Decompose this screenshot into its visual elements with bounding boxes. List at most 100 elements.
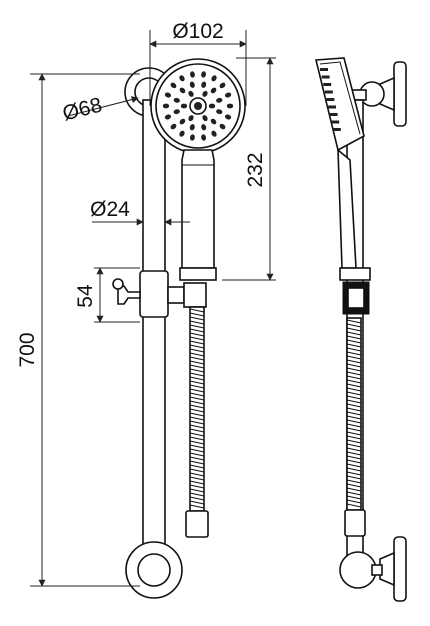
hose-coil [189,452,205,457]
side-nozzle [328,105,336,109]
rail-diameter-label: Ø24 [90,198,130,221]
hose-coil [346,383,362,388]
hose-coil [346,399,362,404]
hose-coil [189,500,205,505]
hose-coil [346,471,362,476]
nozzle-dot [179,75,185,82]
rail-slider [112,270,207,318]
hose-coil [189,408,205,413]
nozzle-dot [180,103,188,109]
hose-coil [346,363,362,368]
nozzle-dot [164,92,172,98]
nozzle-dot [211,75,217,82]
nozzle-dot [188,115,194,122]
nozzle-dot [173,97,180,103]
hose-coil [189,384,205,389]
hose-coil [189,448,205,453]
nozzle-dot [202,90,208,97]
hose-coil [346,431,362,436]
hose-coil [346,331,362,336]
hose-coil [346,351,362,356]
side-nozzle [332,128,341,131]
handle-length-label: 232 [244,152,267,187]
nozzle-dot [190,71,195,78]
hose-coil [346,323,362,328]
front-view [112,58,246,599]
hose-coil [346,487,362,492]
hose-coil [346,371,362,376]
hose-coil [189,380,205,385]
total-length-label: 700 [16,332,39,367]
hose-coil [189,316,205,321]
hose-coil [189,488,205,493]
hose-coil [189,356,205,361]
hose-coil [189,436,205,441]
side-nozzle [329,113,338,116]
hose-coil [346,459,362,464]
head-diameter-label: Ø102 [172,20,223,43]
hose-coil [346,343,362,348]
hose-coil [346,495,362,500]
nozzle-dot [224,92,232,98]
nozzle-dot [188,90,194,97]
hose-coil [189,376,205,381]
hose-coil [346,339,362,344]
hose-coil [346,367,362,372]
hose-coil [189,460,205,465]
hose-coil [189,432,205,437]
nozzle-dot [189,81,195,88]
nozzle-dot [164,114,172,120]
hose-coil [189,412,205,417]
hose-coil [189,324,205,329]
side-hose-coil-pattern [346,319,362,508]
side-shower-head [314,57,365,269]
dimension-lines [30,30,276,587]
side-nozzle [321,75,330,79]
nozzle-dot [216,97,223,103]
hose-coil [189,456,205,461]
side-slider [339,267,371,315]
hose-coil-pattern [189,308,205,509]
hose-coil [346,491,362,496]
hose-coil [346,411,362,416]
side-hose [344,317,366,537]
nozzle-dot [190,134,195,141]
hose-coil [346,467,362,472]
hose-coil [189,364,205,369]
side-nozzle [323,83,332,86]
hose-coil [189,420,205,425]
hose-coil [346,415,362,420]
rail-end-diameter-label: Ø68 [60,93,104,125]
nozzle-dot [201,81,207,88]
hose-coil [189,464,205,469]
hose-coil [346,443,362,448]
hose-coil [189,476,205,481]
hose-coil [189,484,205,489]
nozzle-dot [226,103,234,109]
nozzle-dot [219,123,226,130]
side-nozzle [326,98,335,101]
hose-coil [346,387,362,392]
hose-coil [346,419,362,424]
hose-coil [189,336,205,341]
hose-coil [346,395,362,400]
hose-coil [189,416,205,421]
slide-rail [142,99,166,571]
shower-handle [179,149,217,281]
side-nozzle [331,120,340,124]
hose-coil [346,359,362,364]
shower-head [150,58,246,154]
hose-coil [189,320,205,325]
nozzle-dot [179,130,185,137]
slider-height-label: 54 [74,284,97,308]
nozzle-dot [201,134,206,141]
hose-coil [346,375,362,380]
nozzle-dot [219,82,226,89]
dimension-labels: Ø102 Ø68 Ø24 232 54 700 [16,20,267,368]
hose-coil [189,332,205,337]
hose-coil [346,347,362,352]
hose-coil [189,440,205,445]
nozzle-dot [170,82,177,89]
hose-coil [189,428,205,433]
hose-coil [346,483,362,488]
